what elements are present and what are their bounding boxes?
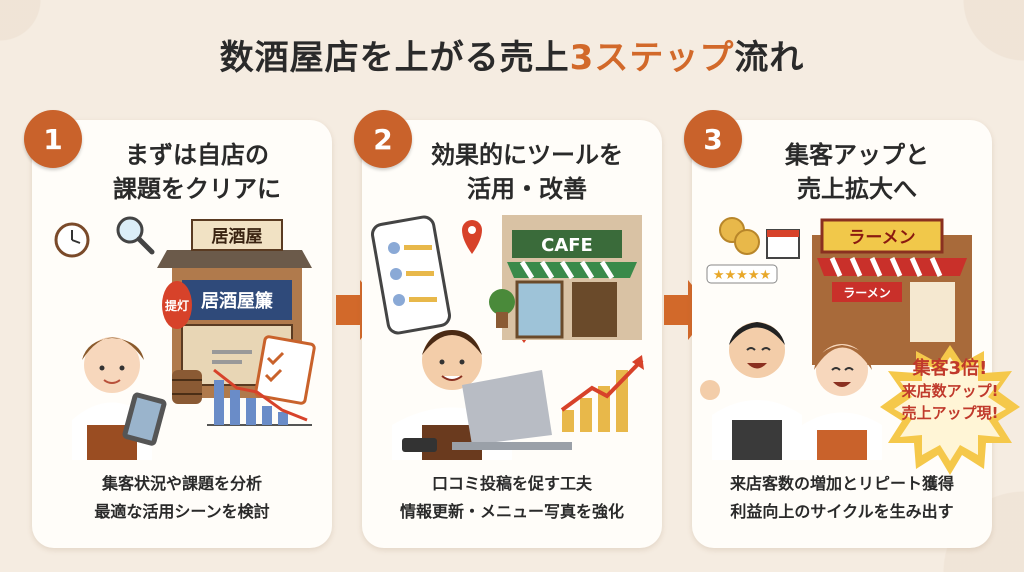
declining-chart-icon	[207, 350, 312, 426]
magnifier-icon	[116, 216, 155, 255]
lantern-icon: 提灯	[162, 281, 192, 329]
review-phone-icon	[371, 215, 451, 335]
cafe-sign: CAFE	[541, 235, 593, 256]
step-heading: 効果的にツールを活用・改善	[431, 141, 623, 203]
cafe-tools-illustration: CAFE	[371, 215, 644, 460]
step-heading: 集客アップと売上拡大へ	[785, 141, 929, 203]
success-burst-badge	[880, 345, 1020, 475]
cafe-building: CAFE	[502, 215, 642, 340]
step-description: 集客状況や課題を分析最適な活用シーンを検討	[94, 474, 270, 521]
phone-on-desk-icon	[402, 438, 437, 452]
svg-text:提灯: 提灯	[165, 298, 189, 313]
step-card-1: 1 まずは自店の課題をクリアに 居酒屋 居酒屋簾 提灯	[24, 110, 332, 548]
title-accent: 3ステップ	[569, 38, 735, 78]
success-burst-text: 集客3倍! 来店数アップ! 売上アップ現!	[901, 358, 999, 422]
izakaya-sign: 居酒屋	[212, 226, 263, 247]
laptop-icon	[452, 370, 572, 450]
checklist-icon	[254, 335, 316, 405]
barrel-icon	[172, 370, 202, 404]
izakaya-analysis-illustration: 居酒屋 居酒屋簾 提灯	[54, 216, 316, 460]
calendar-icon	[766, 229, 800, 259]
clock-icon	[54, 222, 90, 258]
growth-chart-icon	[560, 355, 644, 432]
step-number-badge: 1	[24, 110, 82, 168]
map-pin-icon	[462, 220, 482, 254]
step-number-badge: 2	[354, 110, 412, 168]
ramen-sign: ラーメン	[848, 228, 915, 248]
step-card-3: 3 集客アップと売上拡大へ ★★★★★ ラーメン ラーメン	[684, 110, 992, 548]
staff-man-cheering	[700, 322, 802, 460]
ramen-success-illustration: ★★★★★ ラーメン ラーメン	[700, 217, 972, 460]
ramen-shop-building: ラーメン ラーメン	[812, 218, 972, 365]
noren-curtain: 居酒屋簾	[201, 290, 273, 312]
step-description: 口コミ投稿を促す工夫情報更新・メニュー写真を強化	[399, 474, 624, 521]
staff-woman-with-tablet	[72, 337, 167, 460]
step-heading: まずは自店の課題をクリアに	[113, 141, 281, 203]
coins-icon	[719, 217, 760, 255]
star-rating-icon: ★★★★★	[706, 264, 778, 284]
svg-text:ラーメン: ラーメン	[843, 286, 891, 300]
step-description: 来店客数の増加とリピート獲得利益向上のサイクルを生み出す	[729, 474, 954, 521]
step-card-2: 2 効果的にツールを活用・改善 CAFE	[354, 110, 662, 548]
svg-text:★★★★★: ★★★★★	[713, 268, 771, 283]
page-title: 数酒屋店を上がる売上3ステップ流れ	[219, 38, 805, 78]
plant-icon	[489, 289, 515, 328]
step-number-badge: 3	[684, 110, 742, 168]
staff-woman-cheering	[802, 344, 882, 460]
